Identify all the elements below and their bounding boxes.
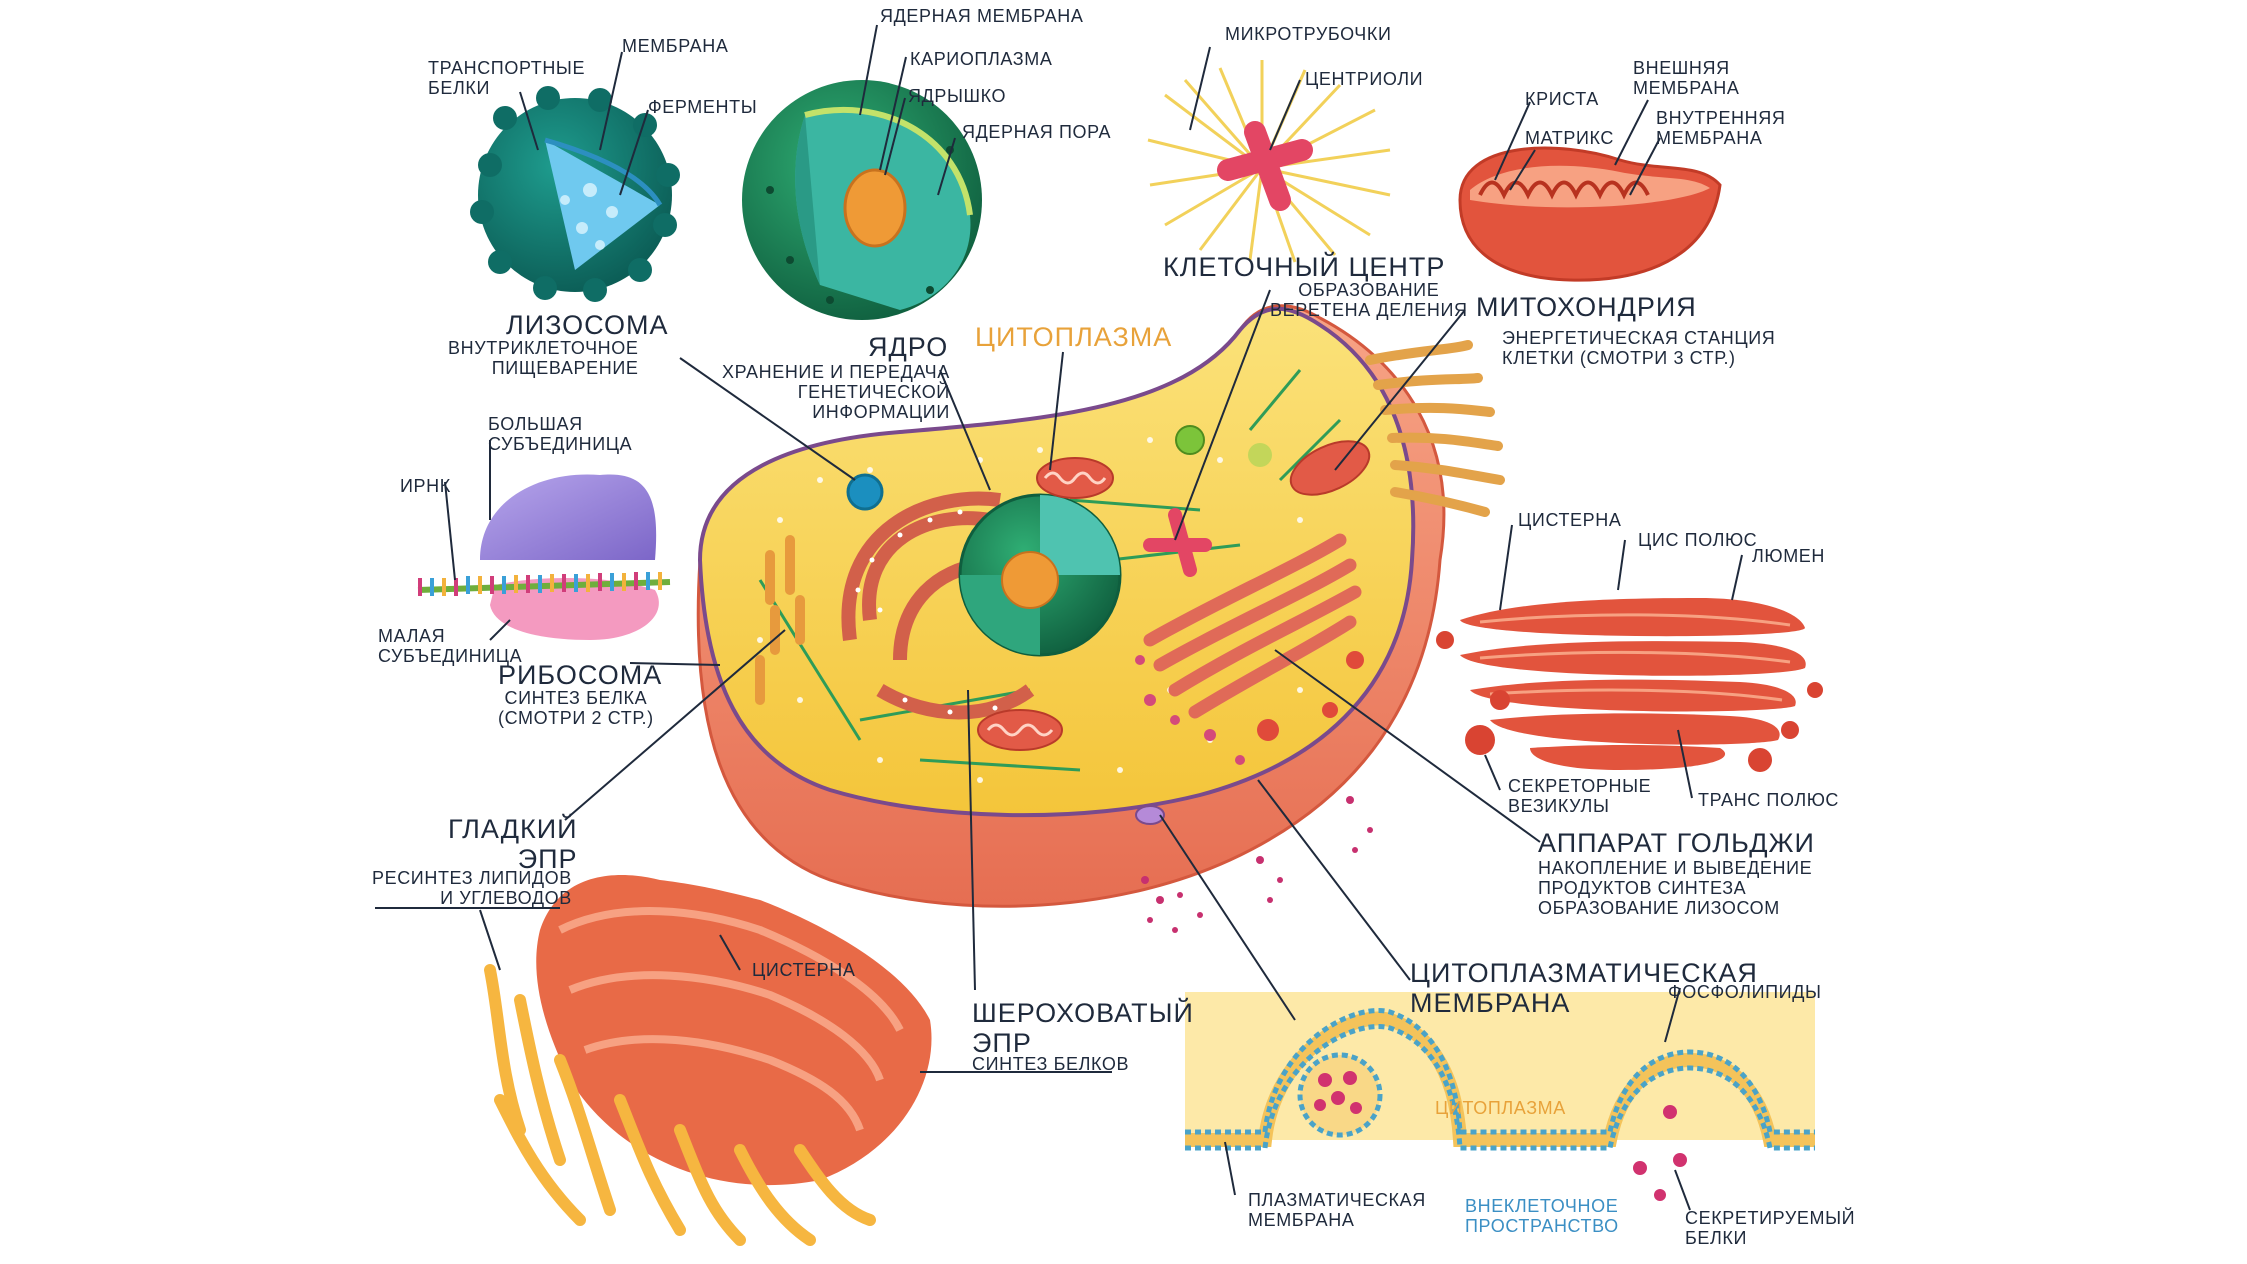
label-nuclear-pore: ЯДЕРНАЯ ПОРА [962, 122, 1112, 142]
label-mito-title: МИТОХОНДРИЯ [1476, 292, 1697, 322]
label-smooth-er-desc: РЕСИНТЕЗ ЛИПИДОВ И УГЛЕВОДОВ [372, 868, 572, 909]
cell-body [696, 304, 1505, 933]
label-nucleus-desc: ХРАНЕНИЕ И ПЕРЕДАЧА ГЕНЕТИЧЕСКОЙ ИНФОРМА… [722, 362, 950, 423]
label-secreted-proteins: СЕКРЕТИРУЕМЫЙ БЕЛКИ [1685, 1208, 1856, 1249]
leader-lines [375, 24, 1743, 1211]
label-rough-er-desc: СИНТЕЗ БЕЛКОВ [972, 1054, 1130, 1074]
label-er-cistern: ЦИСТЕРНА [752, 960, 856, 980]
label-extracellular-space: ВНЕКЛЕТОЧНОЕ ПРОСТРАНСТВО [1465, 1196, 1619, 1237]
label-trans-pole: ТРАНС ПОЛЮС [1698, 790, 1839, 810]
label-plasma-membrane: ПЛАЗМАТИЧЕСКАЯ МЕМБРАНА [1248, 1190, 1426, 1231]
label-transport-proteins: ТРАНСПОРТНЫЕ БЕЛКИ [428, 58, 586, 99]
label-nucleolus: ЯДРЫШКО [908, 86, 1007, 106]
label-small-subunit: МАЛАЯ СУБЪЕДИНИЦА [378, 626, 523, 667]
label-large-subunit: БОЛЬШАЯ СУБЪЕДИНИЦА [488, 414, 633, 455]
label-phospholipids: ФОСФОЛИПИДЫ [1668, 982, 1822, 1002]
label-enzymes: ФЕРМЕНТЫ [648, 97, 758, 117]
label-crista: КРИСТА [1525, 89, 1599, 109]
er-illustration [484, 875, 932, 1246]
label-centrioles: ЦЕНТРИОЛИ [1305, 69, 1424, 89]
label-inner-membrane: ВНУТРЕННЯЯ МЕМБРАНА [1656, 108, 1786, 149]
label-nuclear-membrane: ЯДЕРНАЯ МЕМБРАНА [880, 6, 1084, 26]
label-cytoplasm: ЦИТОПЛАЗМА [975, 322, 1173, 352]
label-cytoplasm-small: ЦИТОПЛАЗМА [1435, 1098, 1566, 1118]
nucleus-illustration [742, 80, 982, 320]
label-cis-pole: ЦИС ПОЛЮС [1638, 530, 1758, 550]
mitochondrion-illustration [1458, 146, 1722, 282]
label-cell-center-title: КЛЕТОЧНЫЙ ЦЕНТР [1163, 252, 1446, 282]
label-secretory-vesicles: СЕКРЕТОРНЫЕ ВЕЗИКУЛЫ [1508, 776, 1652, 817]
label-lysosome-title: ЛИЗОСОМА [506, 310, 669, 340]
membrane-illustration [1185, 992, 1815, 1250]
label-rough-er-title: ШЕРОХОВАТЫЙ ЭПР [972, 998, 1194, 1059]
label-mrna: иРНК [400, 476, 451, 496]
label-cyto-membrane-title: ЦИТОПЛАЗМАТИЧЕСКАЯ МЕМБРАНА [1410, 958, 1758, 1019]
label-golgi-cistern: ЦИСТЕРНА [1518, 510, 1622, 530]
golgi-illustration [1436, 598, 1823, 772]
label-ribosome-title: РИБОСОМА [498, 660, 663, 690]
label-karyoplasm: КАРИОПЛАЗМА [910, 49, 1053, 69]
label-ribosome-desc: СИНТЕЗ БЕЛКА (СМОТРИ 2 СТР.) [498, 688, 654, 729]
label-lumen: ЛЮМЕН [1752, 546, 1825, 566]
label-cell-center-desc: ОБРАЗОВАНИЕ ВЕРЕТЕНА ДЕЛЕНИЯ [1270, 280, 1468, 321]
label-lysosome-desc: ВНУТРИКЛЕТОЧНОЕ ПИЩЕВАРЕНИЕ [448, 338, 639, 379]
label-lysosome-membrane: МЕМБРАНА [622, 36, 729, 56]
label-golgi-desc: НАКОПЛЕНИЕ И ВЫВЕДЕНИЕ ПРОДУКТОВ СИНТЕЗА… [1538, 858, 1813, 919]
ribosome-illustration [417, 474, 671, 640]
label-golgi-title: АППАРАТ ГОЛЬДЖИ [1538, 828, 1815, 858]
label-mito-desc: ЭНЕРГЕТИЧЕСКАЯ СТАНЦИЯ КЛЕТКИ (СМОТРИ 3 … [1502, 328, 1776, 369]
label-smooth-er-title: ГЛАДКИЙ ЭПР [448, 814, 578, 875]
label-matrix: МАТРИКС [1525, 128, 1615, 148]
label-microtubules: МИКРОТРУБОЧКИ [1225, 24, 1392, 44]
label-outer-membrane: ВНЕШНЯЯ МЕМБРАНА [1633, 58, 1740, 99]
label-nucleus-title: ЯДРО [868, 332, 949, 362]
cell-center-illustration [1147, 60, 1391, 263]
lysosome-illustration [470, 86, 680, 302]
